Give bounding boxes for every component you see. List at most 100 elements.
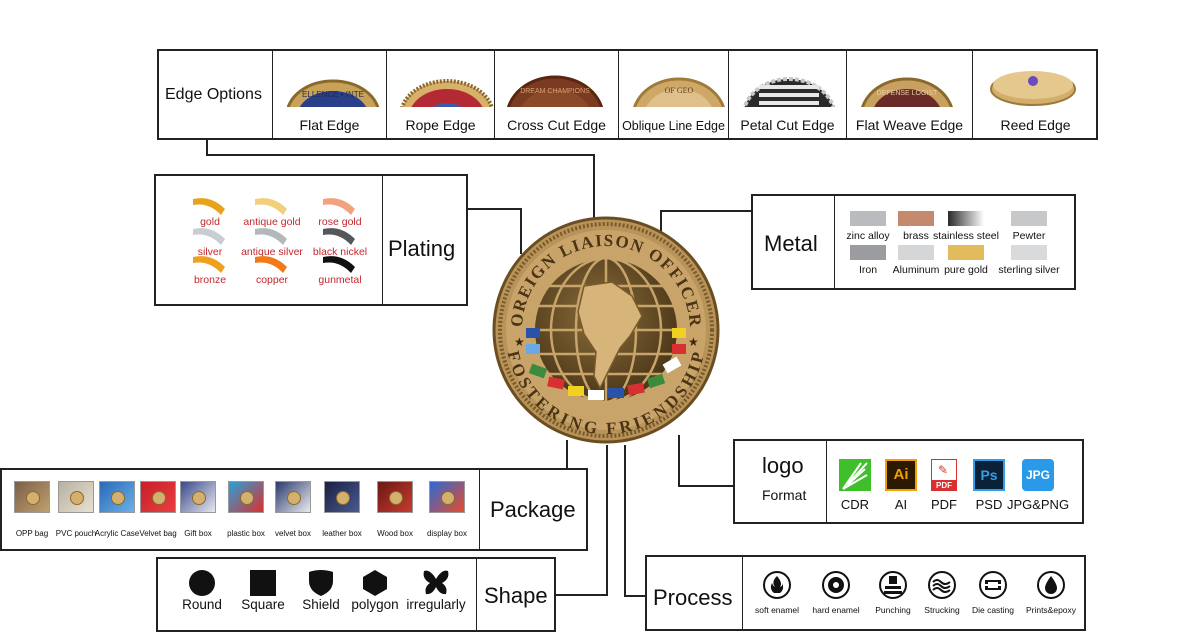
process-label: Die casting <box>971 605 1015 615</box>
package-image[interactable] <box>99 481 135 513</box>
pdf-icon: PDF ✎ <box>931 459 957 491</box>
metal-swatch[interactable] <box>850 245 886 260</box>
package-image[interactable] <box>228 481 264 513</box>
plating-label: bronze <box>193 274 227 286</box>
hexagon-icon <box>363 570 387 596</box>
circle-icon <box>189 570 215 596</box>
edge-label: Oblique Line Edge <box>622 119 725 133</box>
edge-cross-cut[interactable]: DREAM CHAMPIONS Cross Cut Edge <box>495 51 618 138</box>
process-label: Strucking <box>924 605 960 615</box>
metal-swatch[interactable] <box>898 245 934 260</box>
process-label: Prints&epoxy <box>1025 605 1077 615</box>
coin-image: FOREIGN LIAISON OFFICERS FOSTERING FRIEN… <box>492 216 720 444</box>
square-icon <box>250 570 276 596</box>
package-image[interactable] <box>275 481 311 513</box>
plating-swatch[interactable] <box>193 251 225 273</box>
edge-label: Flat Edge <box>299 117 360 133</box>
plating-swatch[interactable] <box>255 193 287 215</box>
format-label: PDF <box>931 497 957 512</box>
plating-swatch[interactable] <box>193 193 225 215</box>
shape-panel: Shape Round Square Shield polygon irregu… <box>156 557 556 632</box>
metal-label: sterling silver <box>998 264 1060 276</box>
logo-title: logo <box>762 453 804 478</box>
package-image[interactable] <box>14 481 50 513</box>
package-image[interactable] <box>324 481 360 513</box>
process-panel: Process soft enamel hard enamel Punching… <box>645 555 1086 631</box>
edge-label: Cross Cut Edge <box>507 117 606 133</box>
shape-label: Shield <box>302 597 340 612</box>
shape-title: Shape <box>484 583 548 608</box>
package-label: PVC pouch <box>55 529 97 538</box>
format-label: CDR <box>840 497 870 512</box>
edge-rope[interactable]: Rope Edge <box>387 51 494 138</box>
edge-flat[interactable]: ELLENCE • INTE Flat Edge <box>273 51 386 138</box>
package-title: Package <box>490 497 576 522</box>
shape-label: polygon <box>351 597 399 612</box>
plating-title: Plating <box>388 236 456 261</box>
package-label: Wood box <box>377 529 413 538</box>
metal-label: stainless steel <box>933 230 999 242</box>
plating-label: antique gold <box>243 216 301 228</box>
plating-swatch[interactable] <box>255 251 287 273</box>
edge-label: Reed Edge <box>1000 117 1071 133</box>
package-label: display box <box>426 529 468 538</box>
package-label: OPP bag <box>15 529 49 538</box>
metal-label: Aluminum <box>892 264 940 276</box>
plating-label: silver <box>197 246 223 258</box>
press-icon <box>879 571 907 599</box>
edge-label: Flat Weave Edge <box>855 117 964 133</box>
package-image[interactable] <box>58 481 94 513</box>
metal-label: zinc alloy <box>846 230 890 242</box>
cross-cut-edge-text: DREAM CHAMPIONS <box>520 88 590 95</box>
logo-format-panel: logo Format CDR Ai AI PDF ✎ PDF Ps PSD J… <box>733 439 1084 524</box>
process-label: Punching <box>875 605 911 615</box>
flat-weave-edge-image: DEFENSE LOGIST <box>861 77 953 107</box>
drop-icon <box>1037 571 1065 599</box>
oblique-line-edge-text: OF GEO <box>665 86 694 95</box>
metal-label: brass <box>903 230 929 242</box>
flame-icon <box>763 571 791 599</box>
metal-swatch[interactable] <box>898 211 934 226</box>
package-label: Acrylic Case <box>94 529 140 538</box>
metal-swatch[interactable] <box>948 211 984 226</box>
metal-label: pure gold <box>944 264 988 276</box>
photoshop-icon: Ps <box>973 459 1005 491</box>
package-image[interactable] <box>180 481 216 513</box>
plating-swatch[interactable] <box>255 223 287 245</box>
metal-label: Iron <box>858 264 878 276</box>
plating-label: gunmetal <box>318 274 362 286</box>
oblique-line-edge-image: OF GEO <box>633 77 725 107</box>
plating-swatch[interactable] <box>323 223 355 245</box>
package-image[interactable] <box>140 481 176 513</box>
metal-swatch[interactable] <box>850 211 886 226</box>
package-image[interactable] <box>377 481 413 513</box>
mold-icon <box>979 571 1007 599</box>
plating-label: rose gold <box>318 216 362 228</box>
metal-title: Metal <box>764 231 818 256</box>
edge-petal-cut[interactable]: Petal Cut Edge <box>729 51 846 138</box>
process-label: hard enamel <box>812 605 860 615</box>
logo-subtitle: Format <box>762 487 807 503</box>
edge-flat-weave[interactable]: DEFENSE LOGIST Flat Weave Edge <box>847 51 972 138</box>
shape-label: Round <box>182 597 222 612</box>
plating-swatch[interactable] <box>323 251 355 273</box>
format-label: AI <box>894 497 908 512</box>
metal-swatch[interactable] <box>1011 211 1047 226</box>
plating-swatch[interactable] <box>323 193 355 215</box>
edge-reed[interactable]: Reed Edge <box>973 51 1098 138</box>
edge-label: Rope Edge <box>405 117 476 133</box>
package-image[interactable] <box>429 481 465 513</box>
plating-label: copper <box>255 274 289 286</box>
format-label: JPG&PNG <box>1006 497 1070 512</box>
plating-swatch[interactable] <box>193 223 225 245</box>
flat-weave-edge-text: DEFENSE LOGIST <box>877 90 938 97</box>
package-label: leather box <box>322 529 362 538</box>
metal-swatch[interactable] <box>948 245 984 260</box>
package-label: plastic box <box>227 529 265 538</box>
reed-edge-image <box>990 71 1076 106</box>
edge-oblique-line[interactable]: OF GEO Oblique Line Edge <box>619 51 728 138</box>
metal-panel: Metal <box>751 194 1076 290</box>
coreldraw-icon <box>839 459 871 491</box>
metal-swatch[interactable] <box>1011 245 1047 260</box>
edge-options-title: Edge Options <box>165 86 262 103</box>
